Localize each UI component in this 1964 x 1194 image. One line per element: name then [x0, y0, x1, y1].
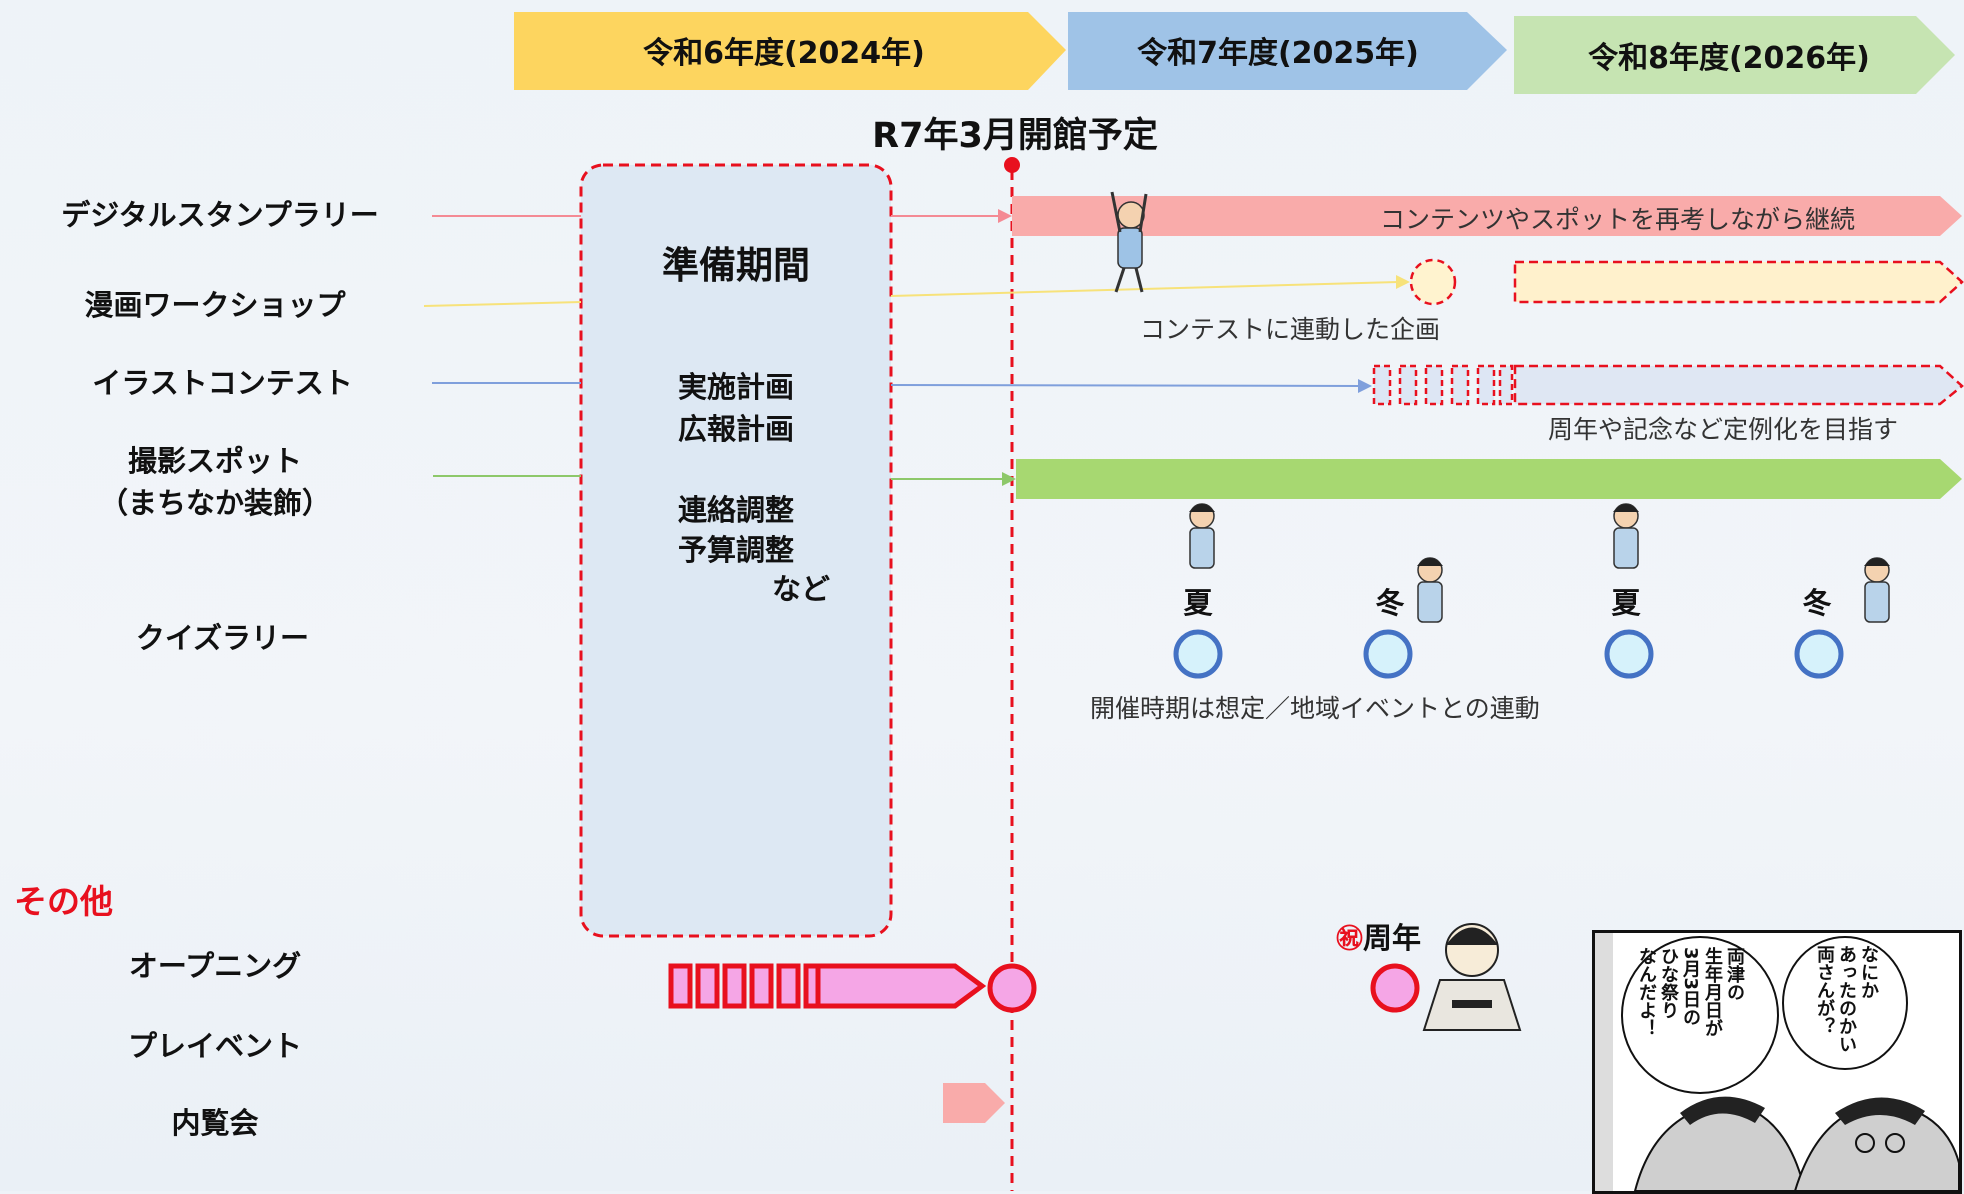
stamp-arrowhead — [998, 209, 1012, 223]
row-label-stamp-rally: デジタルスタンプラリー — [61, 198, 379, 232]
prep-item-pr: 広報計画 — [677, 412, 794, 446]
opening-mark-1 — [668, 963, 693, 1009]
quiz-circle-2 — [1363, 629, 1413, 679]
quiz-circle-1 — [1173, 629, 1223, 679]
workshop-connector-left — [423, 301, 582, 307]
contest-mark-1 — [1372, 364, 1392, 406]
bubble2-line-1: 両津の — [1724, 947, 1745, 1001]
row-label-photo-spot: 撮影スポット — [127, 444, 302, 478]
bubble2-line-5: なんだよ！ — [1636, 947, 1657, 1037]
contest-future-bar — [1513, 364, 1964, 406]
character-figure-summer-2 — [1613, 503, 1639, 569]
contest-mark-5 — [1476, 364, 1496, 406]
contest-arrowhead — [1358, 379, 1372, 393]
character-figure-anniversary — [1422, 923, 1522, 1031]
prep-item-liaison: 連絡調整 — [677, 493, 794, 527]
bubble2-line-3: 3月3日の — [1680, 947, 1701, 1027]
manga-panel: なにか あったのかい 両さんが？ 両津の 生年月日が 3月3日の ひな祭り なん… — [1592, 930, 1962, 1194]
workshop-arrowhead — [1396, 275, 1410, 289]
other-section-title: その他 — [14, 882, 113, 921]
opening-circle — [987, 963, 1037, 1013]
year-chevron-2024 — [514, 12, 1066, 90]
anniversary-text: 周年 — [1363, 921, 1422, 955]
season-winter-2025: 冬 — [1375, 586, 1405, 620]
bubble1-line-1: なにか — [1858, 945, 1879, 999]
prep-period-box — [579, 163, 893, 938]
year-chevron-2025 — [1068, 12, 1507, 90]
bubble1-line-3: 両さんが？ — [1814, 945, 1835, 1035]
contest-mark-4 — [1450, 364, 1470, 406]
quiz-circle-4 — [1794, 629, 1844, 679]
note-stamp-rally: コンテンツやスポットを再考しながら継続 — [1380, 205, 1856, 234]
year-chevron-2026 — [1514, 16, 1955, 94]
workshop-event-circle — [1409, 258, 1457, 306]
contest-mark-6 — [1498, 364, 1514, 406]
season-summer-2026: 夏 — [1611, 586, 1641, 620]
row-label-quiz-rally: クイズラリー — [135, 621, 310, 655]
prep-item-etc: など — [772, 572, 831, 606]
celebration-mark: ㊗ — [1336, 924, 1363, 955]
workshop-future-bar — [1513, 260, 1964, 304]
anniversary-label: ㊗周年 — [1336, 915, 1421, 957]
character-figure-winter-1 — [1417, 557, 1443, 623]
row-label-opening: オープニング — [128, 949, 302, 983]
contest-connector-right — [890, 384, 1361, 387]
character-figure-winter-2 — [1864, 557, 1890, 623]
opening-arrow — [815, 963, 987, 1009]
stamp-bar — [1012, 196, 1962, 236]
bubble2-line-2: 生年月日が — [1702, 947, 1723, 1037]
photo-bar — [1016, 459, 1962, 499]
note-quiz: 開催時期は想定／地域イベントとの連動 — [1090, 694, 1540, 723]
speech-bubble-1: なにか あったのかい 両さんが？ — [1813, 945, 1879, 1065]
season-summer-2025: 夏 — [1183, 586, 1213, 620]
row-label-illust-contest: イラストコンテスト — [92, 366, 353, 400]
workshop-connector-right — [890, 281, 1399, 297]
row-label-preview: 内覧会 — [171, 1106, 259, 1140]
bubble2-line-4: ひな祭り — [1658, 947, 1679, 1019]
row-label-photo-spot-sub: （まちなか装飾） — [98, 486, 331, 520]
bubble1-line-2: あったのかい — [1836, 945, 1857, 1053]
prep-item-budget: 予算調整 — [677, 533, 794, 567]
preview-arrow — [943, 1083, 1005, 1123]
prep-item-plan: 実施計画 — [677, 370, 794, 404]
milestone-label: R7年3月開館予定 — [872, 116, 1158, 156]
manga-illustration — [1595, 933, 1959, 1191]
year-label-2024: 令和6年度(2024年) — [643, 36, 925, 71]
note-contest: 周年や記念など定例化を目指す — [1548, 415, 1899, 444]
quiz-circle-3 — [1604, 629, 1654, 679]
year-label-2025: 令和7年度(2025年) — [1137, 36, 1419, 71]
opening-mark-2 — [695, 963, 720, 1009]
milestone-dot — [1004, 157, 1020, 173]
row-label-pre-event: プレイベント — [127, 1029, 302, 1063]
photo-arrowhead — [1002, 472, 1016, 486]
contest-mark-3 — [1424, 364, 1444, 406]
note-workshop: コンテストに連動した企画 — [1140, 315, 1441, 344]
opening-mark-5 — [776, 963, 801, 1009]
speech-bubble-2: 両津の 生年月日が 3月3日の ひな祭り なんだよ！ — [1635, 947, 1745, 1087]
row-label-manga-workshop: 漫画ワークショップ — [84, 288, 346, 322]
opening-mark-3 — [722, 963, 747, 1009]
character-figure-summer-1 — [1189, 503, 1215, 569]
prep-title: 準備期間 — [662, 244, 810, 287]
opening-mark-4 — [749, 963, 774, 1009]
character-figure-hanging — [1110, 191, 1148, 293]
anniversary-circle — [1370, 963, 1420, 1013]
contest-mark-2 — [1398, 364, 1418, 406]
season-winter-2026: 冬 — [1802, 586, 1832, 620]
year-label-2026: 令和8年度(2026年) — [1588, 41, 1870, 76]
